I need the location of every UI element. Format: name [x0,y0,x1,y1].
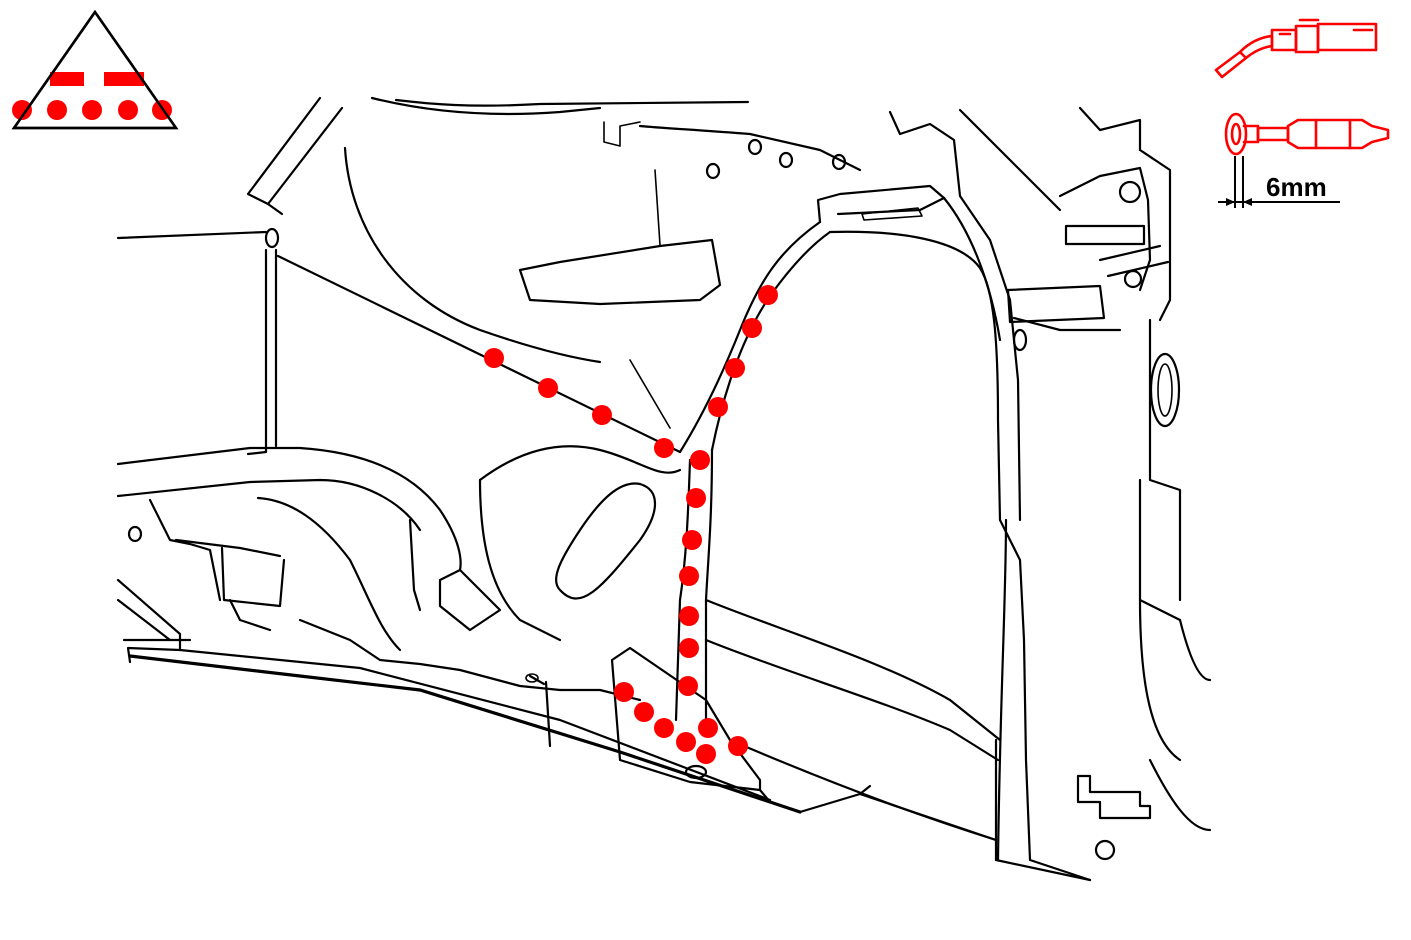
weld-spot [686,488,706,508]
weld-spot [725,358,745,378]
spot-weld-triangle-icon [11,9,179,130]
weld-group-diagonal-row [484,348,674,458]
weld-spot [676,732,696,752]
weld-spot [634,702,654,722]
weld-spot [678,676,698,696]
plug-weld-torch-icon [1224,112,1390,156]
weld-group-lower-bracket-cluster [614,682,748,764]
weld-spot [696,744,716,764]
weld-group-vertical-pillar-row [678,285,778,738]
weld-spot [758,285,778,305]
weld-spot [679,606,699,626]
weld-spot [538,378,558,398]
weld-spot [592,405,612,425]
dimension-label: 6mm [1266,172,1327,202]
weld-spot [484,348,504,368]
weld-spot [682,530,702,550]
dimension-6mm: 6mm [1218,156,1340,208]
weld-spot [654,718,674,738]
weld-spot [654,438,674,458]
weld-spot [698,718,718,738]
mig-torch-icon [1214,18,1378,79]
weld-spot [690,450,710,470]
weld-spot [742,318,762,338]
weld-spot [679,638,699,658]
weld-spot [728,736,748,756]
weld-spot [679,566,699,586]
body-line-art [116,96,1212,882]
weld-spot [708,397,728,417]
weld-spot [614,682,634,702]
